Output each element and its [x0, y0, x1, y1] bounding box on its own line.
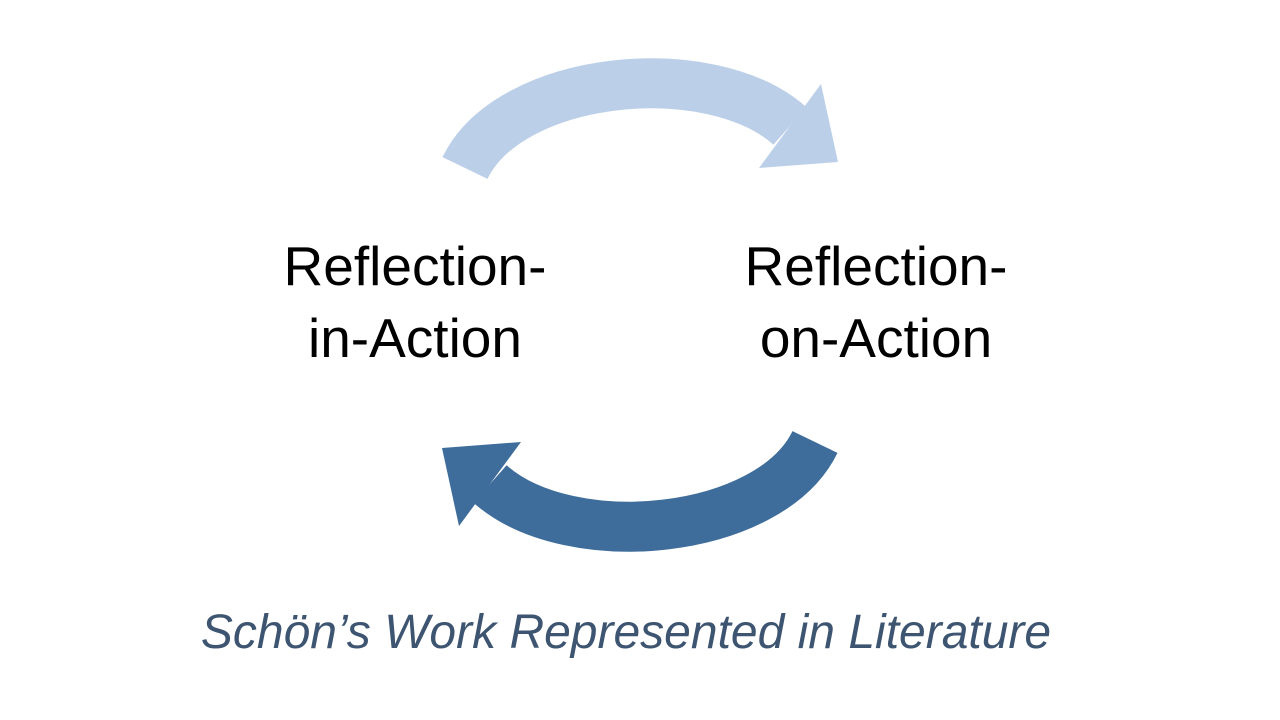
label-reflection-in-action: Reflection- in-Action — [215, 230, 615, 374]
caption-schons-work: Schön’s Work Represented in Literature — [200, 606, 1052, 659]
cycle-arrow-top-icon — [465, 83, 838, 168]
label-line-1: Reflection- — [744, 235, 1008, 297]
cycle-arrow-bottom-icon — [442, 442, 815, 527]
label-line-2: in-Action — [308, 307, 522, 369]
label-line-1: Reflection- — [283, 235, 547, 297]
label-reflection-on-action: Reflection- on-Action — [676, 230, 1076, 374]
label-line-2: on-Action — [759, 307, 993, 369]
